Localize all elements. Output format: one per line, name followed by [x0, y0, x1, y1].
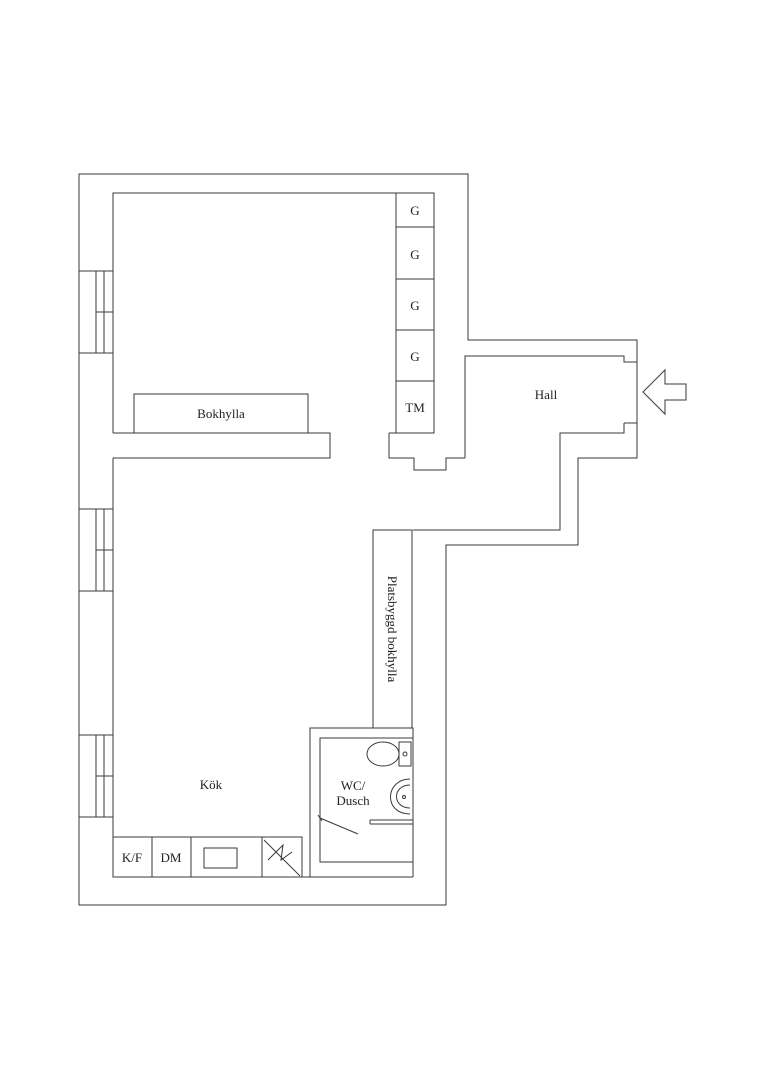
- bathroom-wall: [309, 727, 414, 877]
- label-tm: TM: [405, 400, 425, 415]
- window-bottom: [78, 734, 114, 818]
- window-top: [78, 270, 114, 354]
- hall-lower-wall: [413, 422, 637, 531]
- label-wardrobe-1: G: [410, 203, 419, 218]
- entrance-arrow-icon: [642, 368, 687, 416]
- label-kitchen: Kök: [200, 777, 223, 792]
- outer-wall: [78, 173, 638, 906]
- bathroom-door: [319, 817, 359, 835]
- partition-wall-right: [388, 432, 465, 471]
- stove-icon: [263, 839, 301, 877]
- label-bookshelf: Bokhylla: [197, 406, 245, 421]
- kitchen-inner-wall: [112, 458, 310, 878]
- label-hall: Hall: [535, 387, 558, 402]
- partition-wall: [113, 432, 331, 459]
- sink-basin: [203, 847, 238, 869]
- shower-screen: [369, 819, 413, 825]
- bathroom-door-jamb: [317, 814, 323, 822]
- label-wardrobe-3: G: [410, 298, 419, 313]
- sink-icon: [390, 778, 411, 815]
- label-fridge-freezer: K/F: [122, 850, 142, 865]
- wardrobe-column: [395, 192, 435, 434]
- label-wardrobe-4: G: [410, 349, 419, 364]
- window-middle: [78, 508, 114, 592]
- label-wardrobe-2: G: [410, 247, 419, 262]
- label-wc-line1: WC/: [341, 778, 366, 793]
- kitchen-counter: [112, 836, 303, 878]
- label-built-in-bookshelf: Platsbyggd bokhylla: [385, 576, 400, 683]
- hall-inner-wall: [464, 355, 637, 458]
- label-dishwasher: DM: [161, 850, 182, 865]
- bookshelf: [133, 393, 309, 434]
- toilet-icon: [366, 741, 412, 767]
- label-wc-line2: Dusch: [336, 793, 370, 808]
- bedroom-inner-wall: [112, 192, 435, 433]
